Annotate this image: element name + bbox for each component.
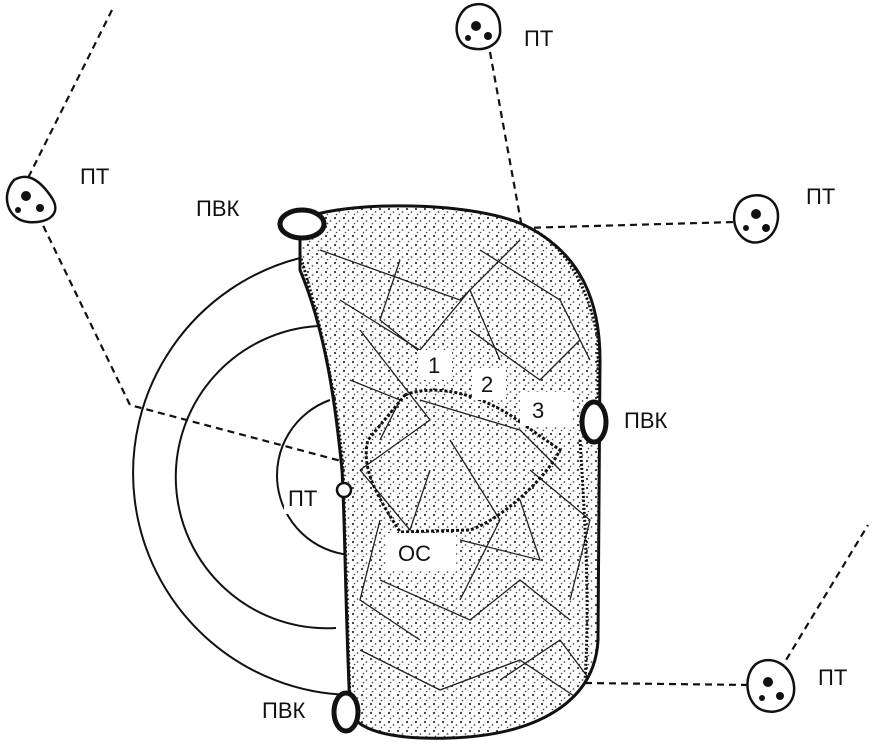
pt-group-icon-top	[455, 2, 502, 51]
pvk-oval-icon	[277, 207, 609, 734]
stronghold-area	[298, 204, 602, 740]
pt-center-icon	[335, 481, 353, 499]
pvk-top-icon	[277, 207, 327, 241]
zone3-plate	[520, 392, 572, 426]
pt-label-right: ПТ	[806, 184, 835, 209]
pvk-label-bottom: ПВК	[262, 698, 305, 723]
concentric-arcs	[132, 257, 351, 696]
os-plate	[388, 533, 456, 571]
dashed-lines	[27, 9, 869, 687]
zone-label-2: 2	[481, 372, 493, 397]
zone-label-3: 3	[532, 398, 544, 423]
pt-label-top: ПТ	[524, 26, 553, 51]
pvk-label-top: ПВК	[196, 196, 239, 221]
pt-center-plate	[284, 480, 336, 514]
pt-label-left: ПТ	[80, 164, 109, 189]
pt-group-icon-left	[5, 175, 57, 224]
zone-label-1: 1	[428, 353, 440, 378]
pt-label-center: ПТ	[288, 486, 317, 511]
pt-group-icon-right	[733, 194, 780, 244]
pvk-bottom-icon	[331, 690, 361, 734]
os-label: ОС	[398, 541, 431, 566]
zone1-plate	[418, 350, 452, 380]
pt-label-bottom-right: ПТ	[818, 665, 847, 690]
zone2-plate	[472, 368, 506, 400]
pt-group-icon-bottom-right	[746, 658, 796, 713]
pvk-right-icon	[579, 399, 609, 445]
pvk-label-right: ПВК	[624, 408, 667, 433]
